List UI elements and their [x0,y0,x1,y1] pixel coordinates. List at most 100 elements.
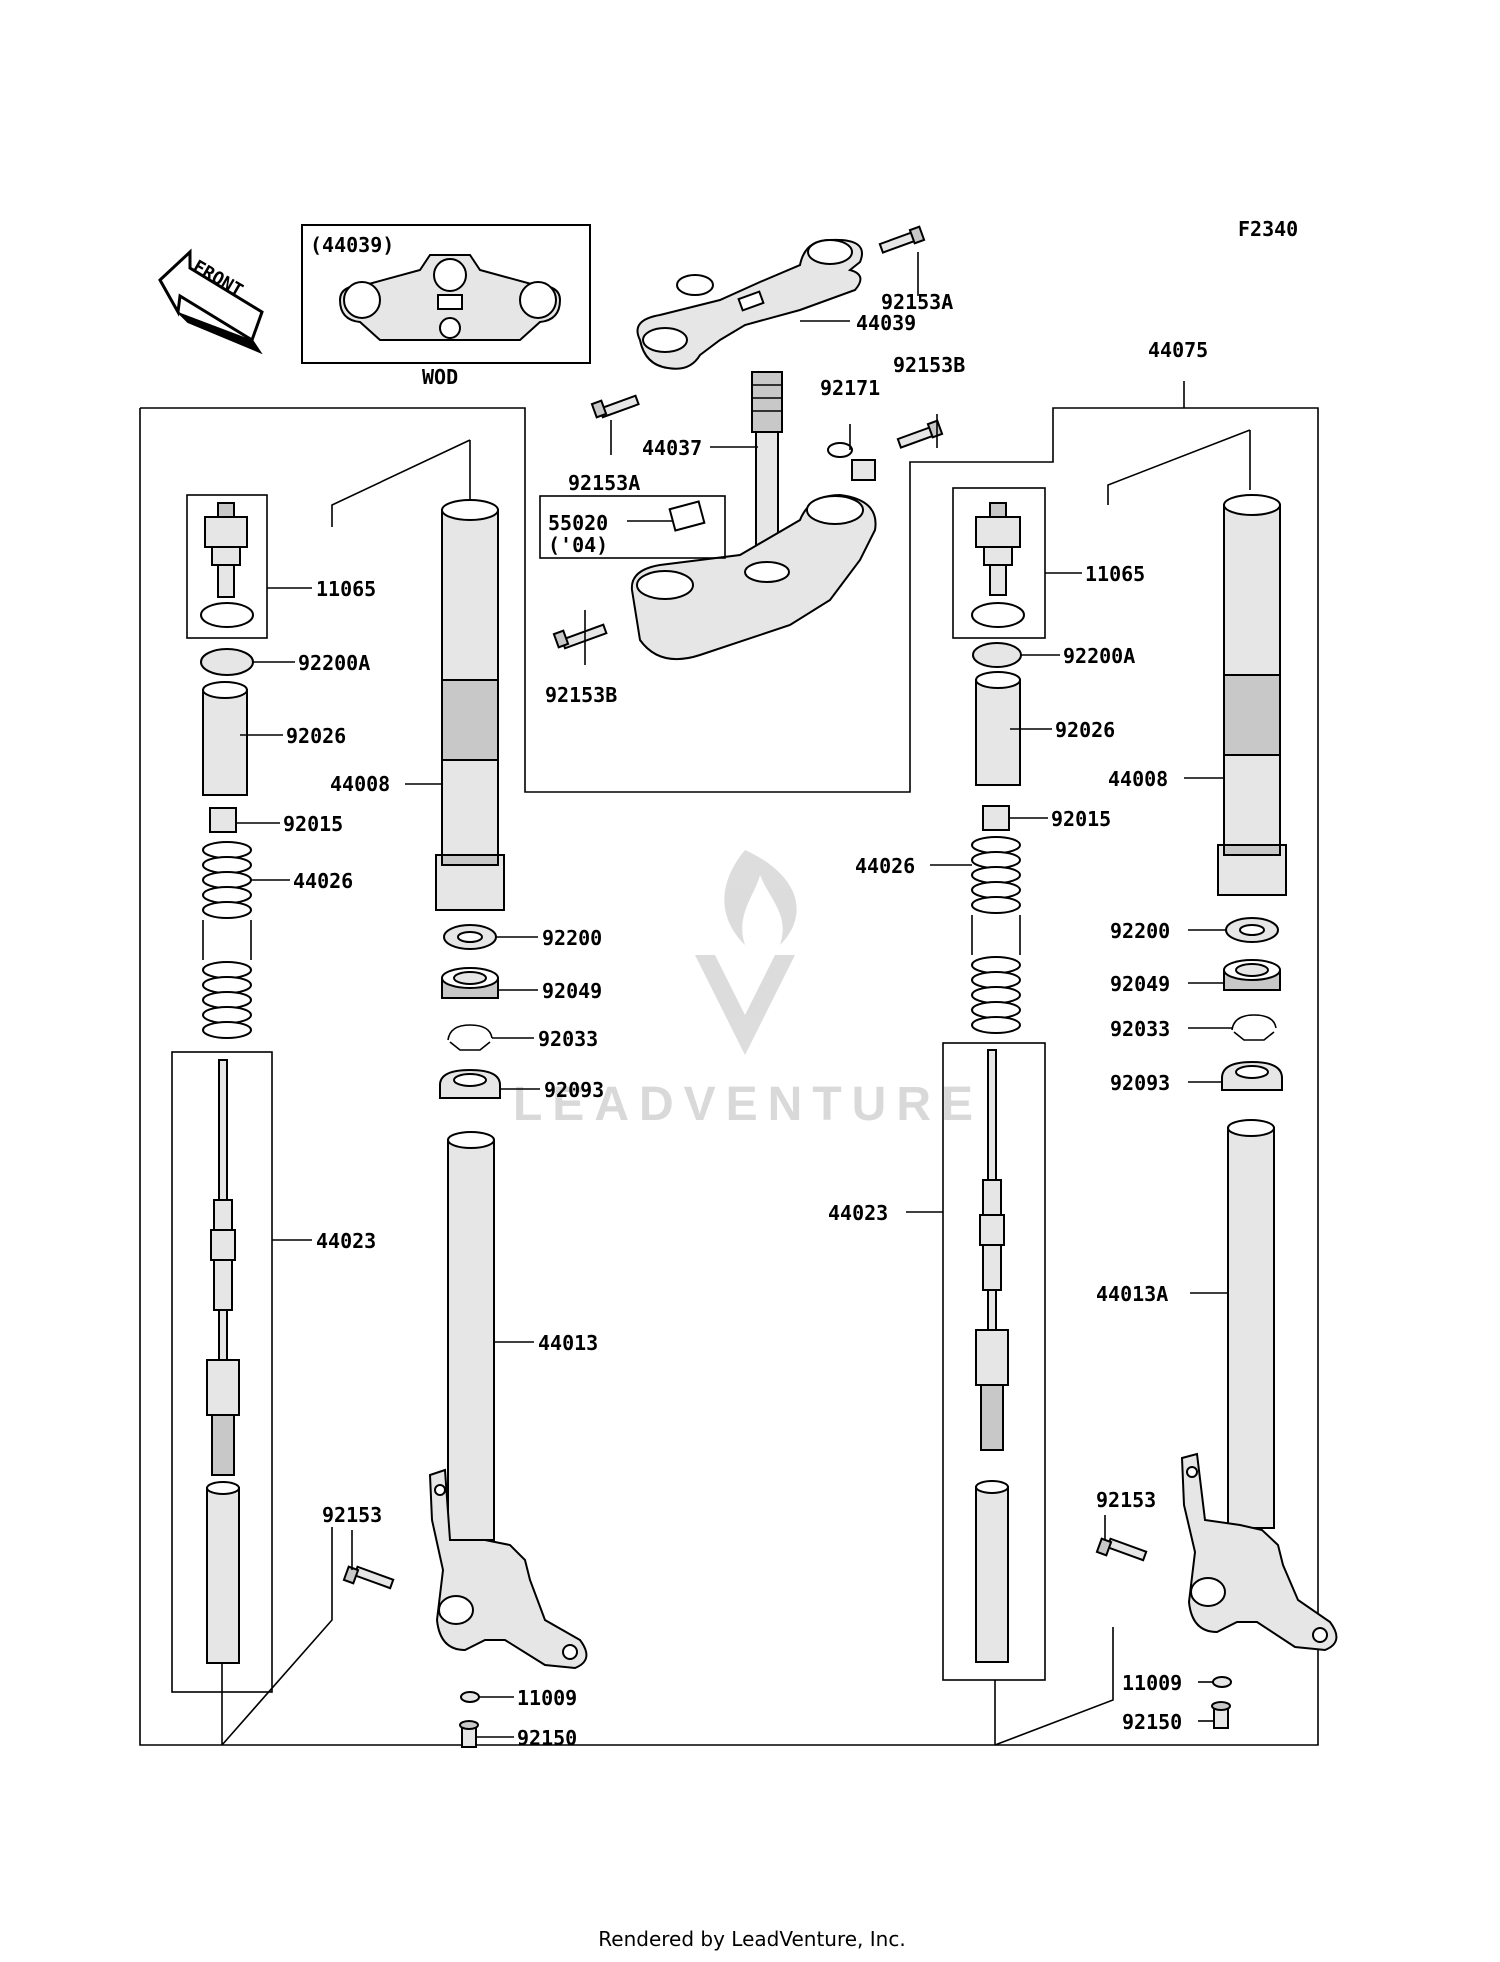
variant-part-label: (44039) [310,233,394,257]
assembly-number: 44075 [1148,338,1208,362]
figure-code: F2340 [1238,217,1298,241]
left-label-92033: 92033 [538,1027,598,1051]
right-bolt-92153 [1095,1537,1148,1562]
right-fork-brackets [994,429,1251,1746]
left-circlip-92033 [447,1024,493,1051]
right-washer-92200-hole [1239,924,1265,936]
bottom-clamp [630,493,877,661]
right-washer-92200A [972,642,1022,668]
left-dust-seal-92093 [439,1068,501,1099]
label-44039: 44039 [856,311,916,335]
right-label-92150: 92150 [1122,1710,1182,1734]
left-label-11009: 11009 [517,1686,577,1710]
right-label-92153: 92153 [1096,1488,1156,1512]
left-inner-tube-44013 [447,1131,495,1541]
bolt-92153A-top [878,225,926,254]
right-collar-92026 [975,671,1021,786]
right-inner-tube-44013A [1227,1119,1275,1529]
variant-region-label: WOD [422,365,458,389]
right-label-92026: 92026 [1055,718,1115,742]
right-label-44026: 44026 [855,854,915,878]
bolt-92153A-left [590,394,640,419]
right-damper-44023 [975,1049,1009,1663]
left-oil-seal-92049 [441,967,499,999]
steering-stem-44037 [751,371,783,583]
right-label-92049: 92049 [1110,972,1170,996]
left-label-44026: 44026 [293,869,353,893]
right-axle-holder [1180,1452,1338,1652]
right-oil-seal-92049 [1223,959,1281,991]
left-label-44008: 44008 [330,772,390,796]
left-label-92026: 92026 [286,724,346,748]
right-label-11065: 11065 [1085,562,1145,586]
left-label-44013: 44013 [538,1331,598,1355]
right-circlip-92033 [1231,1014,1277,1041]
right-dust-seal-92093 [1221,1060,1283,1091]
left-label-92200A: 92200A [298,651,370,675]
left-gasket-11009 [460,1691,480,1703]
left-label-92153: 92153 [322,1503,382,1527]
label-92153A-top: 92153A [881,290,953,314]
left-bolt-92150 [459,1720,479,1748]
left-collar-92026 [202,681,248,796]
right-outer-tube-44008 [1217,494,1287,896]
label-55020-sticker [668,500,706,532]
right-label-92015: 92015 [1051,807,1111,831]
right-spring-44026 [971,836,1021,1034]
label-44037: 44037 [642,436,702,460]
left-label-44023: 44023 [316,1229,376,1253]
right-label-44023: 44023 [828,1201,888,1225]
label-55020-year: ('04) [548,533,608,557]
right-bolt-92150 [1211,1701,1231,1729]
left-damper-44023 [206,1059,240,1664]
left-washer-92200-hole [457,931,483,943]
variant-box: (44039) WOD [301,224,591,389]
left-nut-92015 [209,807,237,833]
left-fork-cap-11065 [200,502,254,628]
left-label-92015: 92015 [283,812,343,836]
left-outer-tube-44008 [435,499,505,911]
bolt-92153B-top [896,419,944,449]
left-spring-44026 [202,841,252,1039]
right-label-92093: 92093 [1110,1071,1170,1095]
right-label-92200A: 92200A [1063,644,1135,668]
right-44023-box [942,1042,1046,1681]
bolt-92153B-bottom [552,623,608,650]
left-leaders [236,587,540,1738]
clip-92171 [827,442,876,481]
left-11065-box [186,494,268,639]
assembly-outline [139,381,1319,1746]
front-arrow-icon: FRONT [158,248,264,355]
left-label-92049: 92049 [542,979,602,1003]
label-92171: 92171 [820,376,880,400]
center-leaders [584,252,938,665]
left-washer-92200A [200,648,254,676]
footer-credit: Rendered by LeadVenture, Inc. [598,1927,905,1951]
top-clamp-44039 [636,238,863,370]
label-55020: 55020 [548,511,608,535]
right-label-44013A: 44013A [1096,1282,1168,1306]
watermark-logo [695,850,797,1055]
right-label-11009: 11009 [1122,1671,1182,1695]
right-nut-92015 [982,805,1010,831]
right-leaders [906,572,1232,1722]
left-label-92093: 92093 [544,1078,604,1102]
variant-top-clamp [338,254,562,341]
label-92153B-bottom: 92153B [545,683,617,707]
left-44023-box [171,1051,273,1693]
right-11065-box [952,487,1046,639]
watermark-text: LEADVENTURE [513,1078,983,1131]
right-label-92200: 92200 [1110,919,1170,943]
left-label-92150: 92150 [517,1726,577,1750]
left-bolt-92153 [342,1565,395,1590]
right-gasket-11009 [1212,1676,1232,1688]
right-fork-cap-11065 [971,502,1025,628]
left-axle-holder [428,1468,588,1670]
label-92153B-top: 92153B [893,353,965,377]
left-fork-brackets [221,439,471,1746]
label-55020-box [539,495,726,559]
label-92153A-left: 92153A [568,471,640,495]
left-label-92200: 92200 [542,926,602,950]
right-label-44008: 44008 [1108,767,1168,791]
